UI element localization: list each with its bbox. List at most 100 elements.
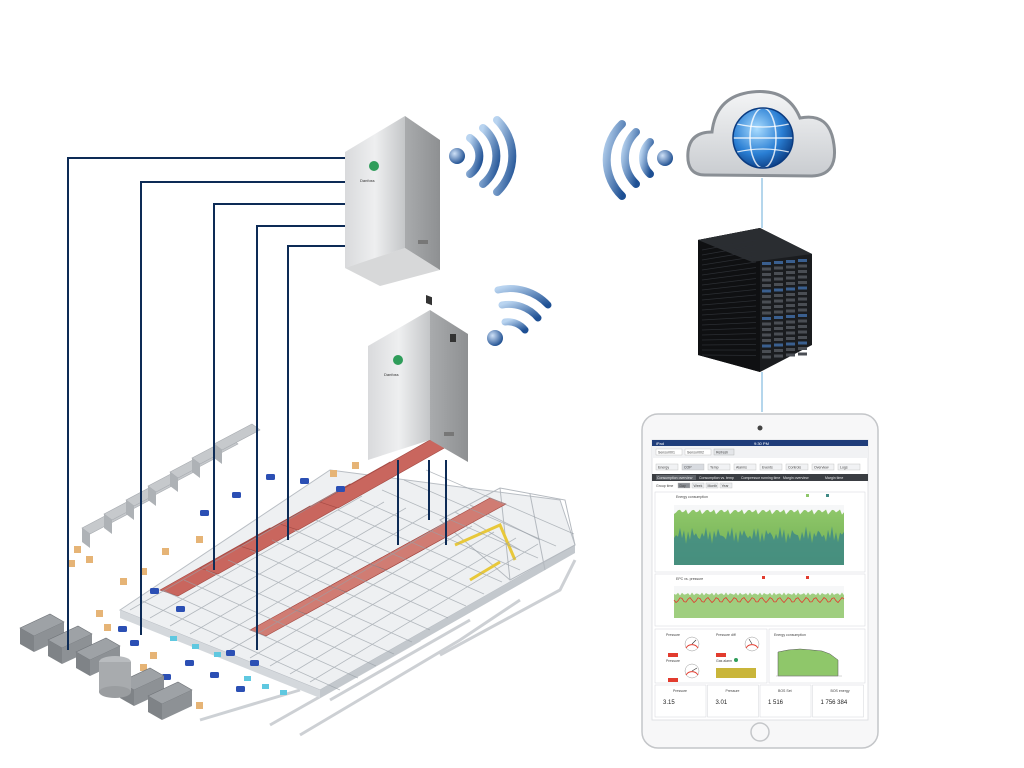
server-rack-line [701, 322, 757, 326]
truck-dock-side [192, 458, 200, 478]
range-tab[interactable] [677, 482, 691, 489]
cargo-box [330, 470, 337, 477]
range-tab[interactable] [705, 482, 719, 489]
server-slot [786, 282, 795, 285]
server-rack-icon [698, 228, 812, 372]
range-tab-label: Week [694, 484, 703, 488]
range-tab-label: Year [722, 484, 730, 488]
server-slot [786, 293, 795, 296]
refresh-button-label: Refresh [716, 451, 728, 455]
nav-tab-label: Temp [710, 466, 719, 470]
nav-tab[interactable] [811, 463, 835, 471]
range-label: Group time [656, 484, 673, 488]
nav-tab[interactable] [837, 463, 861, 471]
server-slot [798, 270, 807, 273]
sensor-select[interactable] [655, 448, 683, 456]
server-slot [786, 331, 795, 335]
nav-tab[interactable] [707, 463, 731, 471]
server-slot [762, 344, 771, 348]
sensor-select[interactable] [684, 448, 712, 456]
evaporator-unit [176, 606, 185, 612]
nav-tab-label: Logs [840, 466, 848, 470]
gauge-panel: Pressure Pressure diff Pressure Gas alar… [654, 628, 768, 684]
pressure-chart-title: EPC vs. pressure [676, 577, 703, 581]
refresh-button[interactable] [713, 448, 735, 456]
server-slot [774, 332, 783, 336]
server-slot [774, 354, 783, 358]
range-tab-label: Day [680, 484, 686, 488]
server-slot [798, 308, 807, 312]
pressure-gauge-label: Pressure [666, 659, 680, 663]
nav-tab[interactable] [785, 463, 809, 471]
cargo-box [74, 546, 81, 553]
pressure-gauge: Pressure [666, 659, 700, 682]
condenser-front [62, 634, 92, 664]
condenser-front [134, 676, 164, 706]
cargo-box [196, 536, 203, 543]
server-slot [786, 337, 795, 340]
kpi-value: 3.15 [663, 700, 675, 706]
cargo-box [352, 462, 359, 469]
server-slot [798, 286, 807, 290]
kpi-card [707, 684, 759, 718]
kpi-value: 1 516 [768, 700, 784, 706]
kpi-card [759, 684, 812, 718]
nav-tab[interactable] [681, 463, 705, 471]
server-slot [762, 262, 771, 265]
cargo-box [120, 578, 127, 585]
server-slot [762, 333, 771, 337]
view-tab[interactable] [824, 475, 864, 480]
server-rack-line [701, 333, 757, 336]
nav-tab[interactable] [733, 463, 757, 471]
truck-dock-side [148, 486, 156, 506]
refrigeration-plant-illustration [19, 423, 577, 737]
nav-tab[interactable] [655, 463, 679, 471]
server-slot [774, 321, 783, 325]
evaporator-unit [185, 660, 194, 666]
server-slot [786, 320, 795, 324]
server-rack-line [701, 267, 757, 276]
condenser-side [148, 696, 162, 720]
nav-tab-label: Controls [788, 466, 801, 470]
range-tab[interactable] [691, 482, 705, 489]
server-rack-line [701, 316, 757, 321]
server-slot [774, 299, 783, 303]
view-tab-label: Compressor running time [741, 476, 780, 480]
pressure-gauge-label: Pressure [666, 633, 680, 637]
condenser-front [162, 690, 192, 720]
view-tab[interactable] [656, 475, 696, 480]
view-tab-label: Margin time [825, 476, 843, 480]
truck-dock-side [170, 472, 178, 492]
view-tab[interactable] [782, 475, 822, 480]
truck-dock-side [82, 528, 90, 548]
evaporator-unit [150, 588, 159, 594]
pressure-chart: EPC vs. pressure [654, 573, 866, 627]
server-slot [774, 327, 783, 330]
nav-tab[interactable] [759, 463, 783, 471]
condenser-side [48, 640, 62, 664]
server-slot [774, 266, 783, 270]
evaporator-unit [336, 486, 345, 492]
server-slot [798, 325, 807, 328]
view-tab[interactable] [740, 475, 780, 480]
server-slot [786, 342, 795, 346]
server-slot [798, 259, 807, 262]
kpi-card [654, 684, 707, 718]
server-slot [798, 297, 807, 301]
range-tab[interactable] [719, 482, 733, 489]
cargo-box [196, 702, 203, 709]
server-slot [762, 278, 771, 282]
server-slot [774, 338, 783, 341]
kpi-value: 1 756 384 [821, 700, 848, 706]
energy-small-chart-title: Energy consumption [774, 633, 806, 637]
server-slot [762, 267, 771, 271]
evaporator-unit [300, 478, 309, 484]
server-slot [786, 348, 795, 351]
small-unit [244, 676, 251, 681]
condenser-side [20, 628, 34, 652]
server-slot [774, 261, 783, 264]
server-slot [762, 339, 771, 342]
server-slot [774, 294, 783, 297]
view-tab[interactable] [698, 475, 738, 480]
